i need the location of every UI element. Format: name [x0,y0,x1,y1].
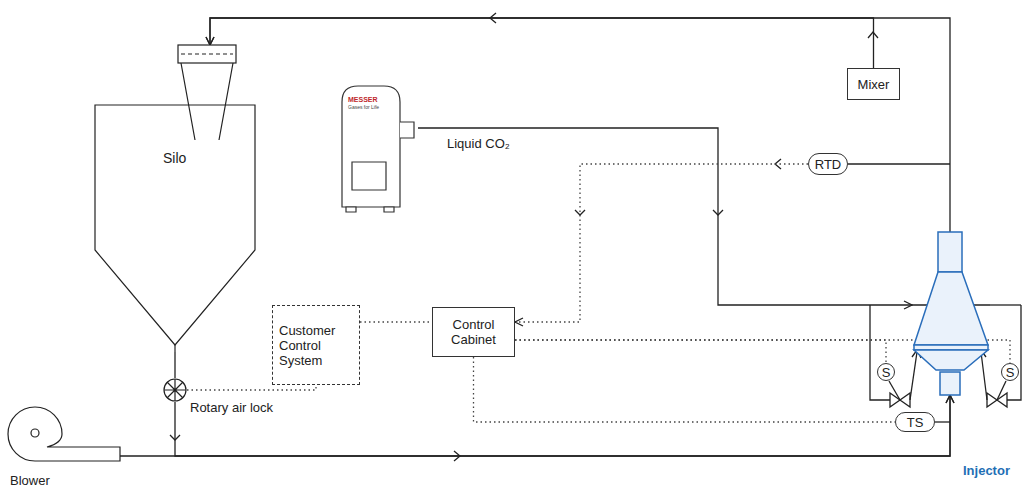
node-text: Control Cabinet [437,317,510,347]
silo-vessel: Silo [95,45,255,352]
solenoid-circle: S [1001,363,1019,381]
mixer-box: Mixer [847,68,900,100]
node-text: Injector [963,463,1023,478]
signal-line [360,321,432,322]
pipe-line [210,18,950,232]
valve-stem [997,381,1006,400]
co2-pipe [870,305,890,400]
co2-pipe [910,352,917,400]
signal-line [515,164,808,322]
ts-sensor: TS [895,412,935,432]
node-text: TS [907,415,924,430]
node-text: Silo [163,151,323,166]
rotary-air-lock: Rotary air lock [163,378,187,402]
signal-line [474,357,896,422]
blower-fan: Blower [7,405,120,461]
node-text: S [882,365,891,380]
pipe-line [210,18,874,68]
co2-tank: MESSERGases for Life [338,82,418,212]
node-text: Blower [10,473,123,488]
blower-fan-outline [7,405,120,461]
injector-unit-outline [912,232,990,395]
signal-line [515,340,886,363]
co2-pipe [990,304,1021,305]
pipe-line [418,128,912,305]
signal-line [187,385,316,390]
rtd-sensor: RTD [808,153,848,175]
pipe-line [120,395,950,456]
silo-vessel-outline [95,45,255,352]
node-text: Rotary air lock [190,400,214,415]
node-text: Gases for Life [348,104,428,110]
valve-stem [889,381,900,400]
co2-pipe [981,352,987,400]
node-text: Customer Control System [279,323,355,368]
edge-label: Liquid CO₂ [445,136,512,151]
sensor-tap [848,163,950,164]
pipe-line [174,352,175,378]
node-text: MESSER [348,96,428,104]
sensor-tap [935,421,950,422]
node-text: Mixer [858,77,890,92]
node-text: RTD [815,157,841,172]
customer-control-box: Customer Control System [272,305,360,385]
rotary-air-lock-outline [163,378,187,402]
injector-unit: Injector [912,232,990,395]
control-cabinet: Control Cabinet [432,307,515,357]
node-text: S [1006,365,1015,380]
pipe-line [175,395,950,456]
co2-pipe [1007,305,1021,400]
solenoid-circle: S [877,363,895,381]
